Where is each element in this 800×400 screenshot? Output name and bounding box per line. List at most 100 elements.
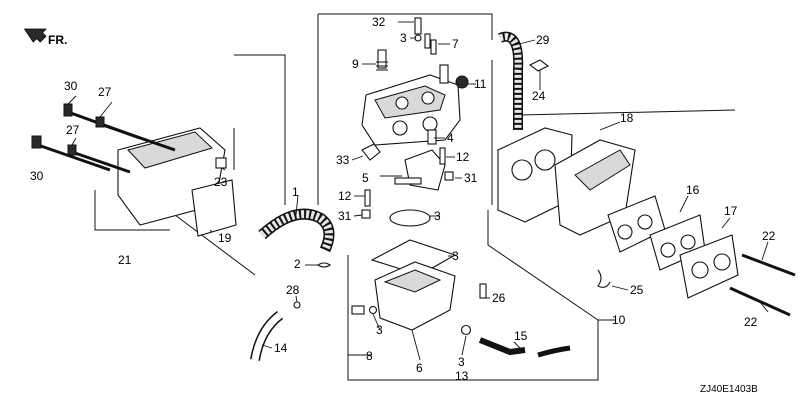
callout-14: 14 bbox=[274, 341, 288, 355]
bolt-30-lower-head bbox=[31, 135, 42, 149]
callout-28: 28 bbox=[286, 283, 300, 297]
clip-25 bbox=[597, 269, 611, 288]
callout-30b: 30 bbox=[30, 169, 44, 183]
callout-19: 19 bbox=[218, 231, 232, 245]
carburetor-body bbox=[361, 64, 469, 146]
lever-parts bbox=[361, 129, 454, 219]
callout-3b: 3 bbox=[434, 209, 441, 223]
callout-29: 29 bbox=[536, 33, 550, 47]
assembly-boundaries bbox=[94, 13, 736, 381]
callout-31a: 31 bbox=[338, 209, 352, 223]
callout-9: 9 bbox=[352, 57, 359, 71]
stud-27-upper bbox=[99, 122, 176, 152]
gasket-upper-left-bore-a bbox=[511, 159, 533, 181]
fuel-line-15-end bbox=[537, 345, 571, 358]
hoses bbox=[250, 31, 571, 361]
drain-tube-14 bbox=[251, 312, 283, 361]
insulator-18-top bbox=[574, 149, 631, 191]
front-arrow-icon bbox=[23, 28, 48, 43]
gasket-group-link bbox=[487, 210, 599, 321]
insulator-top-link bbox=[519, 109, 736, 116]
bolt-30-lower bbox=[37, 143, 111, 172]
breather-hose-1-outline bbox=[258, 208, 335, 253]
callout-3c: 3 bbox=[452, 249, 459, 263]
callout-26: 26 bbox=[492, 291, 506, 305]
stud-22-upper bbox=[741, 253, 796, 277]
callout-1: 1 bbox=[292, 185, 299, 199]
screw-9 bbox=[377, 49, 387, 69]
screw-12-right bbox=[439, 147, 446, 165]
washer-3-drain bbox=[460, 324, 472, 336]
gasket-16-bore-b bbox=[680, 234, 696, 250]
callout-12a: 12 bbox=[456, 150, 470, 164]
carb-bore-left bbox=[392, 120, 408, 136]
stud-22-lower bbox=[729, 286, 791, 317]
front-direction-indicator: FR. bbox=[23, 28, 67, 47]
callout-23: 23 bbox=[214, 175, 228, 189]
callout-31b: 31 bbox=[464, 171, 478, 185]
callout-32: 32 bbox=[372, 15, 386, 29]
diagram-code: ZJ40E1403B bbox=[700, 384, 758, 395]
nut-27-upper bbox=[95, 116, 105, 128]
leader-lines bbox=[67, 21, 769, 361]
callout-13: 13 bbox=[455, 369, 469, 383]
insulator-17 bbox=[679, 234, 739, 299]
callout-3a: 3 bbox=[400, 31, 407, 45]
callout-11: 11 bbox=[474, 77, 487, 91]
callout-4: 4 bbox=[447, 131, 454, 145]
gasket-18-bore-b bbox=[637, 214, 653, 230]
stud-27-lower bbox=[71, 150, 131, 174]
elbow-top-opening bbox=[127, 131, 213, 169]
callout-16: 16 bbox=[686, 183, 700, 197]
gasket-upper-left-bore-b bbox=[534, 149, 556, 171]
right-studs bbox=[597, 253, 796, 317]
drain-bolt-8 bbox=[351, 305, 365, 315]
callout-22b: 22 bbox=[744, 315, 758, 329]
callout-21: 21 bbox=[118, 253, 132, 267]
clamp-24 bbox=[528, 59, 550, 72]
callout-17: 17 bbox=[724, 204, 738, 218]
float-bowl-opening bbox=[383, 269, 442, 293]
screw-12-left bbox=[364, 189, 371, 207]
callout-25: 25 bbox=[630, 283, 644, 297]
callout-labels: 32 3 7 9 11 4 12 33 5 12 31 31 3 3 26 29… bbox=[30, 15, 776, 395]
nut-31-right bbox=[444, 171, 454, 181]
pin-7b bbox=[430, 39, 437, 55]
callout-18: 18 bbox=[620, 111, 634, 125]
clip-28 bbox=[293, 301, 301, 309]
callout-7: 7 bbox=[452, 37, 459, 51]
float-chamber bbox=[351, 209, 487, 336]
spring-9 bbox=[376, 61, 388, 71]
callout-6: 6 bbox=[416, 361, 423, 375]
callout-33: 33 bbox=[336, 153, 350, 167]
carb-bore-right bbox=[422, 116, 438, 132]
callout-22a: 22 bbox=[762, 229, 776, 243]
callout-5: 5 bbox=[362, 171, 369, 185]
needle-4 bbox=[427, 129, 437, 145]
callout-8: 8 bbox=[366, 349, 373, 363]
screw-32 bbox=[414, 17, 422, 35]
washer-3-bottom bbox=[368, 305, 378, 315]
callout-3d: 3 bbox=[458, 355, 465, 369]
bolt-30-upper-head bbox=[63, 103, 73, 117]
pin-5 bbox=[394, 177, 422, 185]
nut-23 bbox=[215, 157, 227, 169]
front-label: FR. bbox=[48, 33, 67, 47]
tube-29 bbox=[498, 33, 522, 130]
air-cleaner-elbow bbox=[117, 127, 237, 237]
carb-port-right bbox=[421, 91, 435, 105]
callout-15: 15 bbox=[514, 329, 528, 343]
callout-27a: 27 bbox=[98, 85, 112, 99]
insulator-17-bore-a bbox=[691, 261, 709, 279]
drain-screw-26 bbox=[479, 283, 487, 299]
breather-hose-1 bbox=[259, 210, 333, 252]
elbow-to-chamber bbox=[174, 214, 256, 276]
carb-fitting bbox=[439, 64, 449, 84]
clip-33 bbox=[361, 143, 381, 161]
gasket-19 bbox=[191, 179, 237, 237]
seal-cap-11 bbox=[455, 75, 469, 89]
intake-gaskets bbox=[497, 127, 739, 299]
fuel-line-15 bbox=[478, 337, 526, 356]
callout-12b: 12 bbox=[338, 189, 352, 203]
